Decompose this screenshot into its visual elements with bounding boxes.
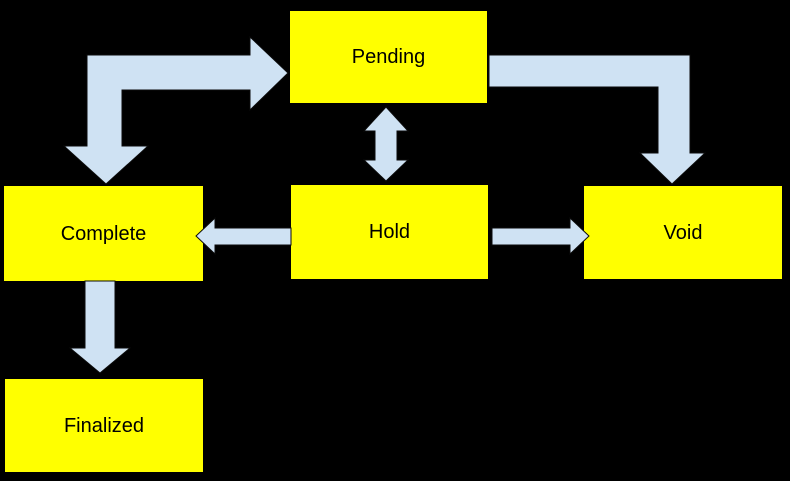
arrow-pending-hold-bidirectional-icon (362, 106, 410, 182)
arrow-pending-void-icon (488, 54, 707, 185)
node-finalized-label: Finalized (63, 414, 145, 437)
arrow-hold-void-icon (491, 216, 590, 256)
node-void-label: Void (663, 221, 703, 244)
node-complete: Complete (4, 186, 203, 281)
node-void: Void (584, 186, 782, 279)
arrow-pending-complete-bidirectional-icon (62, 35, 289, 185)
node-hold: Hold (291, 185, 488, 279)
node-hold-label: Hold (368, 221, 411, 243)
node-pending: Pending (290, 11, 487, 103)
node-pending-label: Pending (351, 46, 426, 68)
arrow-hold-complete-icon (195, 216, 292, 256)
node-finalized: Finalized (5, 379, 203, 472)
node-complete-label: Complete (60, 222, 147, 245)
arrow-complete-finalized-icon (68, 280, 132, 374)
